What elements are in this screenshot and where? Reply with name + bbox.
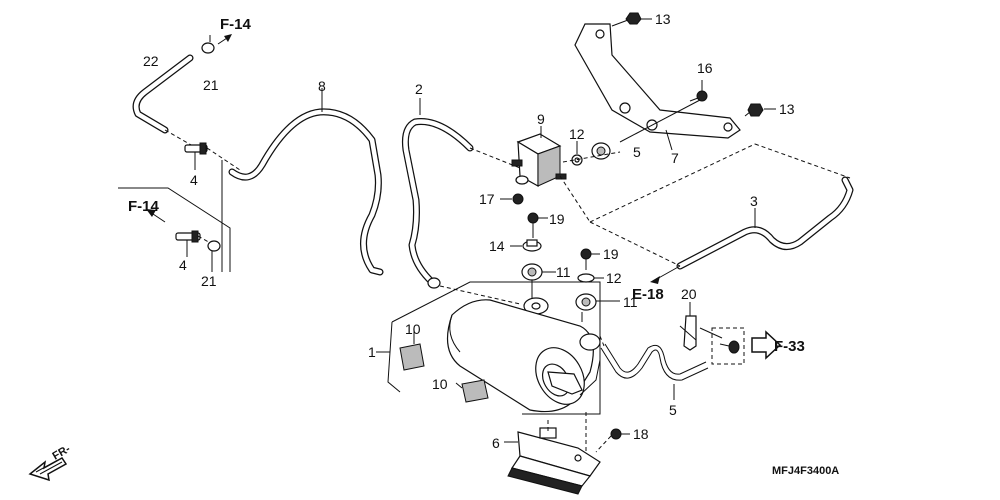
ref-e18: E-18 bbox=[632, 286, 664, 303]
callout-10-top: 10 bbox=[405, 321, 421, 337]
f14-left-boundary bbox=[118, 187, 231, 272]
pad-10-bottom bbox=[455, 379, 489, 403]
joint-4-top bbox=[184, 142, 208, 170]
hose-2 bbox=[401, 118, 474, 289]
callout-14: 14 bbox=[489, 238, 505, 254]
hose-8 bbox=[228, 108, 384, 276]
bolt-16 bbox=[689, 80, 708, 102]
ref-f14-left: F-14 bbox=[128, 198, 160, 215]
washer-plate bbox=[523, 297, 549, 315]
callout-12-right: 12 bbox=[606, 270, 622, 286]
callout-12-top: 12 bbox=[569, 126, 585, 142]
bracket-7 bbox=[574, 23, 741, 139]
callout-18: 18 bbox=[633, 426, 649, 442]
callout-5-top: 5 bbox=[633, 144, 641, 160]
clip-21-bottom bbox=[207, 240, 221, 272]
clamp-20 bbox=[679, 302, 697, 351]
clip-21-top bbox=[201, 35, 215, 54]
f33-arrow bbox=[751, 330, 782, 360]
callout-4-bottom: 4 bbox=[179, 257, 187, 273]
bolt-17 bbox=[500, 193, 524, 205]
washer-12-right bbox=[577, 273, 604, 283]
joint-4-bottom bbox=[175, 230, 201, 257]
callout-11-left: 11 bbox=[556, 264, 571, 280]
assembly-1-left-boundary bbox=[387, 321, 401, 393]
hose-3 bbox=[676, 176, 854, 270]
grommet-11-left bbox=[521, 263, 556, 281]
bolt-18 bbox=[595, 428, 630, 453]
ref-f14-top: F-14 bbox=[220, 16, 252, 33]
hose-5 bbox=[600, 343, 709, 381]
pad-10-top bbox=[399, 330, 425, 371]
front-arrow bbox=[28, 457, 68, 482]
callout-7: 7 bbox=[671, 150, 679, 166]
bracket-6 bbox=[507, 427, 601, 495]
diagram-code: MFJ4F3400A bbox=[772, 465, 839, 477]
callout-21-top: 21 bbox=[203, 77, 219, 93]
callout-3: 3 bbox=[750, 193, 758, 209]
washer-12-top bbox=[571, 141, 583, 166]
callout-21-bottom: 21 bbox=[201, 273, 217, 289]
bolt-19-left bbox=[527, 212, 548, 238]
solenoid-valve-9 bbox=[511, 133, 567, 188]
assembly-1-boundary bbox=[391, 281, 601, 415]
callout-1: 1 bbox=[368, 344, 376, 360]
f33-box bbox=[711, 327, 745, 365]
callout-6: 6 bbox=[492, 435, 500, 451]
callout-17: 17 bbox=[479, 191, 495, 207]
callout-11-right: 11 bbox=[623, 294, 638, 310]
callout-2: 2 bbox=[415, 81, 423, 97]
callout-10-bottom: 10 bbox=[432, 376, 448, 392]
ref-f33: F-33 bbox=[774, 338, 805, 355]
callout-8: 8 bbox=[318, 78, 326, 94]
callout-20: 20 bbox=[681, 286, 697, 302]
front-label: FR- bbox=[51, 443, 73, 463]
hose-22 bbox=[132, 54, 201, 151]
bolt-13-right bbox=[744, 103, 776, 117]
grommet-11-right bbox=[575, 293, 620, 311]
callout-19-right: 19 bbox=[603, 246, 619, 262]
callout-16: 16 bbox=[697, 60, 713, 76]
grommet-5-top bbox=[591, 142, 611, 160]
callout-13-top: 13 bbox=[655, 11, 671, 27]
f14-left-arrow-head bbox=[146, 209, 156, 217]
collar-14 bbox=[510, 239, 542, 252]
canister bbox=[446, 299, 601, 413]
callout-9: 9 bbox=[537, 111, 545, 127]
screw-f33 bbox=[719, 340, 740, 354]
bolt-19-right bbox=[580, 248, 600, 270]
callout-22: 22 bbox=[143, 53, 159, 69]
f14-top-arrow-head bbox=[224, 34, 232, 42]
callout-5-bottom: 5 bbox=[669, 402, 677, 418]
callout-13-right: 13 bbox=[779, 101, 795, 117]
callout-4-top: 4 bbox=[190, 172, 198, 188]
e18-arrow-head bbox=[650, 276, 660, 284]
bolt-13-top bbox=[611, 12, 652, 27]
callout-19-left: 19 bbox=[549, 211, 565, 227]
